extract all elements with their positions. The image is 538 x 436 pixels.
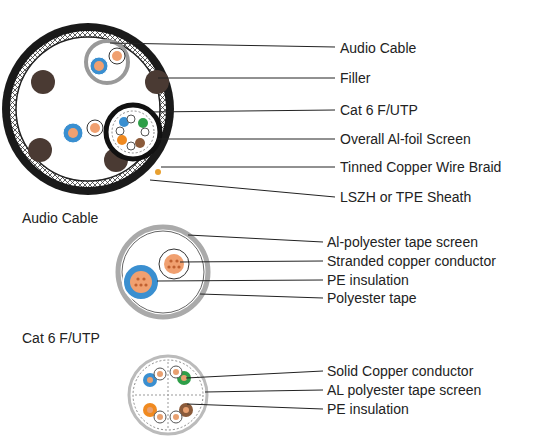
part-label: Al-polyester tape screen [327, 234, 478, 250]
foil-screen [16, 37, 160, 181]
audio-tape-screen [118, 227, 208, 317]
cat6-tape-screen [129, 356, 207, 434]
cat6-cable [106, 105, 160, 159]
part-label: PE insulation [327, 272, 409, 288]
part-label: Audio Cable [340, 40, 416, 56]
part-label: Tinned Copper Wire Braid [340, 159, 501, 175]
part-label: Overall Al-foil Screen [340, 131, 471, 147]
part-label: Solid Copper conductor [327, 363, 473, 379]
section-heading: Audio Cable [22, 210, 98, 226]
filler [28, 138, 52, 162]
part-label: AL polyester tape screen [327, 382, 481, 398]
filler [145, 70, 169, 94]
sheath [2, 23, 174, 195]
part-label: PE insulation [327, 401, 409, 417]
part-label: LSZH or TPE Sheath [340, 189, 471, 205]
part-label: Polyester tape [327, 290, 417, 306]
section-heading: Cat 6 F/UTP [22, 330, 100, 346]
filler [31, 70, 55, 94]
braid [10, 31, 166, 187]
part-label: Filler [340, 70, 370, 86]
part-label: Stranded copper conductor [327, 253, 496, 269]
part-label: Cat 6 F/UTP [340, 102, 418, 118]
audio-cable [86, 41, 128, 83]
drain-wire [155, 169, 161, 175]
